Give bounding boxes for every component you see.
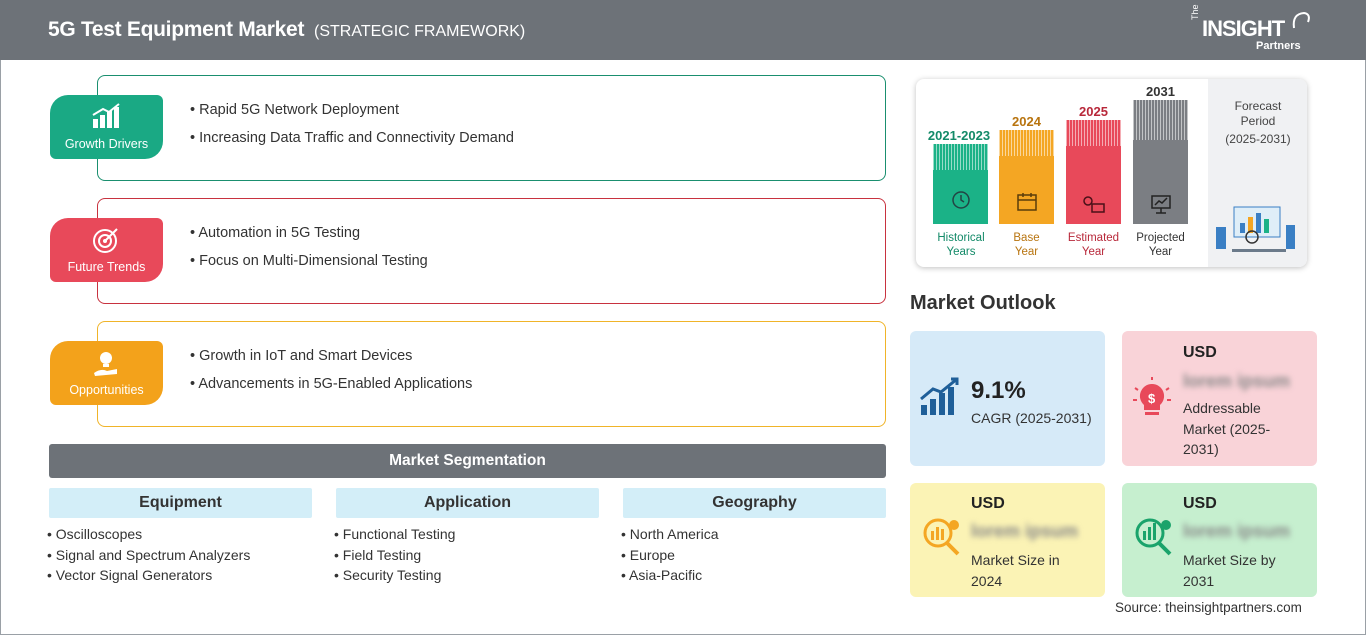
addressable-usd: USD [1183, 344, 1217, 361]
bar-base [999, 130, 1054, 224]
cagr-label: CAGR (2025-2031) [971, 410, 1092, 426]
growth-magnifier-icon [1135, 518, 1172, 556]
forecast-period-label: Forecast Period (2025-2031) [1212, 99, 1304, 147]
growth-drivers-card: Rapid 5G Network Deployment Increasing D… [97, 75, 886, 181]
forecast-label-line2: Period [1240, 114, 1276, 128]
bar-projected [1133, 100, 1188, 224]
size2024-value-blurred: lorem ipsum [971, 521, 1079, 541]
logo-insight: INSIGHT [1202, 16, 1285, 41]
presentation-board-icon [1151, 195, 1171, 214]
size2031-value-blurred: lorem ipsum [1183, 521, 1291, 541]
label-projected-line1: Projected [1136, 232, 1185, 244]
addressable-label: Addressable Market (2025-2031) [1183, 400, 1271, 457]
label-base-line2: Year [1014, 246, 1039, 258]
list-item: Increasing Data Traffic and Connectivity… [190, 124, 514, 152]
list-item: Rapid 5G Network Deployment [190, 96, 514, 124]
list-item: Functional Testing [334, 524, 456, 545]
addressable-value-blurred: lorem ipsum [1183, 371, 1291, 391]
list-item: Europe [621, 545, 719, 566]
page-subtitle: (STRATEGIC FRAMEWORK) [314, 23, 526, 40]
opportunities-badge: Opportunities [50, 341, 163, 405]
growth-drivers-label: Growth Drivers [64, 137, 149, 151]
future-trends-badge: Future Trends [50, 218, 163, 282]
logo-swoosh-icon [1292, 11, 1310, 29]
label-historical-line2: Years [946, 246, 976, 258]
year-projected: 2031 [1146, 84, 1175, 99]
growth-bars-icon [920, 377, 959, 415]
header-bar: 5G Test Equipment Market (STRATEGIC FRAM… [0, 0, 1366, 60]
size2031-label: Market Size by 2031 [1183, 552, 1276, 589]
list-item: Signal and Spectrum Analyzers [47, 545, 251, 566]
svg-text:$: $ [1148, 391, 1156, 406]
source-text: Source: theinsightpartners.com [1115, 600, 1302, 615]
list-item: Oscilloscopes [47, 524, 250, 545]
year-historical: 2021-2023 [927, 128, 991, 143]
logo-partners: Partners [1256, 40, 1301, 52]
list-item: Advancements in 5G-Enabled Applications [190, 370, 472, 398]
size2024-label: Market Size in 2024 [971, 552, 1060, 589]
bar-historical [933, 144, 988, 224]
segment-heading-application: Application [336, 488, 599, 518]
estimate-gears-icon [1083, 196, 1105, 213]
segment-heading-equipment: Equipment [49, 488, 312, 518]
history-clock-icon [952, 191, 970, 209]
future-trends-list: Automation in 5G Testing Focus on Multi-… [190, 219, 428, 275]
year-estimated: 2025 [1079, 104, 1108, 119]
list-item: Focus on Multi-Dimensional Testing [190, 247, 428, 275]
calendar-icon [1017, 193, 1037, 211]
money-bulb-icon: $ [1133, 377, 1171, 415]
cagr-box: 9.1% CAGR (2025-2031) [910, 331, 1105, 466]
logo-the: The [1190, 4, 1200, 20]
analytics-illustration-icon [1216, 206, 1295, 252]
addressable-market-box: $ USD lorem ipsum Addressable Market (20… [1122, 331, 1317, 466]
bar-estimated [1066, 120, 1121, 224]
size2024-usd: USD [971, 495, 1005, 512]
list-item: Field Testing [334, 545, 455, 566]
page-title: 5G Test Equipment Market [48, 18, 305, 41]
market-outlook-title: Market Outlook [910, 292, 1056, 314]
label-estimated-line2: Year [1081, 246, 1106, 258]
segment-heading-geography: Geography [623, 488, 886, 518]
size2031-usd: USD [1183, 495, 1217, 512]
magnifier-chart-icon [923, 518, 960, 556]
label-projected-line2: Year [1148, 246, 1173, 258]
list-item: North America [621, 524, 719, 545]
growth-chart-icon [92, 103, 120, 128]
list-item: Automation in 5G Testing [190, 219, 428, 247]
opportunities-card: Growth in IoT and Smart Devices Advancem… [97, 321, 886, 427]
list-item: Asia-Pacific [621, 565, 719, 586]
geography-list: North America Europe Asia-Pacific [621, 524, 719, 586]
market-segmentation-bar: Market Segmentation [49, 444, 886, 478]
opportunities-label: Opportunities [69, 383, 144, 397]
market-size-2024-box: USD lorem ipsum Market Size in 2024 [910, 483, 1105, 597]
insight-partners-logo: The INSIGHT Partners [1190, 4, 1310, 54]
list-item: Vector Signal Generators [47, 565, 250, 586]
target-icon [93, 228, 118, 253]
future-trends-label: Future Trends [67, 260, 146, 274]
year-base: 2024 [1012, 114, 1041, 129]
growth-drivers-badge: Growth Drivers [50, 95, 163, 159]
market-size-2031-box: USD lorem ipsum Market Size by 2031 [1122, 483, 1317, 597]
label-historical-line1: Historical [937, 232, 985, 244]
future-trends-card: Automation in 5G Testing Focus on Multi-… [97, 198, 886, 304]
label-estimated-line1: Estimated [1067, 232, 1120, 244]
lightbulb-hand-icon [94, 352, 117, 376]
cagr-value: 9.1% [971, 377, 1026, 404]
forecast-range: (2025-2031) [1225, 132, 1291, 146]
label-base-line1: Base [1013, 232, 1040, 244]
application-list: Functional Testing Field Testing Securit… [334, 524, 456, 586]
list-item: Security Testing [334, 565, 455, 586]
forecast-label-line1: Forecast [1234, 99, 1282, 113]
equipment-list: Oscilloscopes Signal and Spectrum Analyz… [47, 524, 251, 586]
list-item: Growth in IoT and Smart Devices [190, 342, 472, 370]
opportunities-list: Growth in IoT and Smart Devices Advancem… [190, 342, 472, 398]
growth-drivers-list: Rapid 5G Network Deployment Increasing D… [190, 96, 514, 152]
